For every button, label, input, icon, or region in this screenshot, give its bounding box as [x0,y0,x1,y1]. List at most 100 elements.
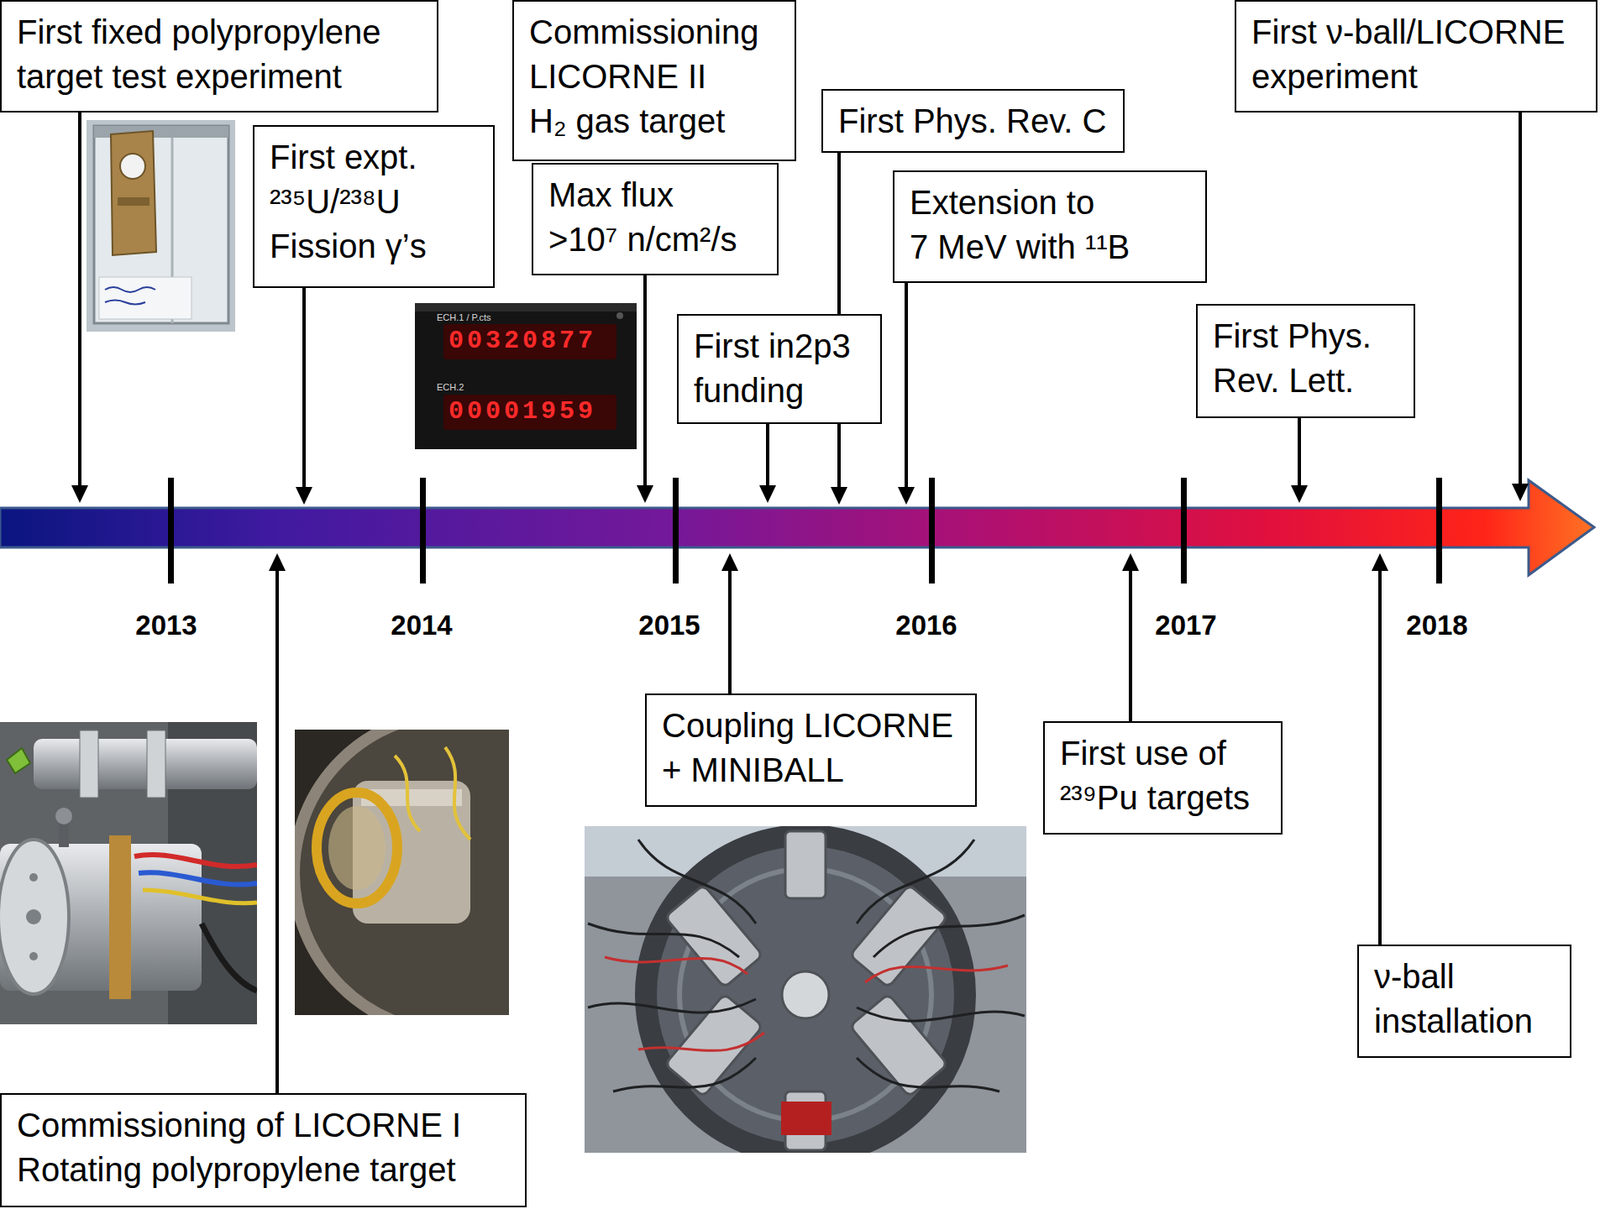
target-photo-part [117,197,150,206]
pointer-arrow-part [268,553,286,572]
year-tick-part [167,477,174,584]
counter-photo-part [443,324,617,360]
timeline-bar [0,480,1595,576]
beamline-photo-part [201,923,258,992]
miniball-photo-part [665,831,949,1151]
pointer-arrow-part [1297,407,1301,488]
event-box: First ν-ball/LICORNE experiment [1234,0,1598,113]
event-box: Extension to 7 MeV with ¹¹B [892,170,1207,284]
display-label: ECH.2 [436,382,464,393]
counter-photo-part [443,394,617,431]
miniball-photo-part [781,1101,832,1136]
event-box: Commissioning LICORNE II H₂ gas target [512,0,797,162]
event-box: First in2p3 funding [676,314,882,425]
target-photo-part [94,125,229,324]
pointer-arrow-part [302,277,306,489]
pointer-arrow-part [275,569,279,1109]
event-text: Max flux >10⁷ n/cm²/s [548,173,762,263]
target-photo-part [120,153,146,179]
counter-photo-part [616,312,624,320]
pointer-arrow-part [71,485,89,504]
year-tick-part [928,477,935,584]
pointer-arrow-part [759,485,777,504]
beamline-photo-part [26,909,42,925]
miniball-photo-part-part [856,1007,1025,1022]
pointer-arrow-part [1128,569,1133,731]
miniball-photo-part-part [856,1058,1000,1092]
miniball-photo-part-part [849,885,949,989]
beamline-photo-part [79,730,99,798]
year-label: 2016 [895,609,957,642]
miniball-photo-part-part [613,1058,756,1092]
year-tick-part [1436,477,1443,584]
miniball-photo-part [781,971,829,1019]
event-text: First in2p3 funding [693,324,866,414]
event-text: First Phys. Rev. Lett. [1212,314,1399,404]
target-photo-part [86,120,236,332]
event-text: First use of ²³⁹Pu targets [1059,731,1266,821]
counter-photo [414,303,637,450]
pointer-arrow-part [295,487,313,505]
miniball-photo-part-part [665,885,764,989]
miniball-photo-part-part [665,994,764,1098]
pointer-arrow-part [1378,569,1382,958]
miniball-photo-part-part [587,923,740,958]
target-photo-part [104,287,156,305]
event-box: Commissioning of LICORNE I Rotating poly… [0,1093,527,1208]
miniball-photo-part-part [785,831,826,899]
rotating-target-photo-part [294,729,509,1016]
miniball-photo-part-part [638,1033,765,1052]
pointer-arrow-part [897,487,915,505]
beamline-photo-part [29,952,38,961]
target-photo [86,120,236,332]
miniball-photo-part-part [849,994,949,1098]
year-tick [167,477,1443,584]
event-text: First Phys. Rev. C [838,99,1108,144]
event-text: First expt. ²³⁵U/²³⁸U Fission γ’s [269,135,478,270]
counter-photo-part [414,303,637,450]
beamline-photo [0,722,258,1025]
beamline-photo-part [138,872,258,885]
beamline-photo-part [146,730,166,798]
pointer-arrow-part [1122,553,1139,572]
event-text: ν-ball installation [1374,954,1555,1044]
event-box: First Phys. Rev. C [821,89,1125,153]
pointer-arrow-part [904,272,908,489]
counter-reading: 00001959 [448,397,597,426]
event-text: Commissioning LICORNE II H₂ gas target [529,10,780,145]
counter-reading: 00320877 [448,326,597,356]
pointer-arrow-part [636,485,654,504]
rotating-target-photo-part [316,792,398,904]
miniball-photo-part-part [587,999,756,1013]
miniball-photo-part-part [604,957,748,975]
year-label: 2013 [135,609,197,642]
year-label: 2018 [1405,609,1468,642]
rotating-target-photo-part [394,755,420,832]
miniball-photo-part-part [856,839,975,924]
target-photo-part [99,277,192,320]
year-label: 2014 [390,609,452,642]
pointer-arrow-part [830,487,848,505]
display-label: ECH.1 / P.cts [436,312,492,323]
beamline-photo-part [134,855,258,867]
year-tick-part [672,477,679,584]
beamline-photo-part [29,873,38,882]
event-box: First Phys. Rev. Lett. [1196,304,1416,419]
pointer-arrow-part [1290,485,1308,504]
event-box: Coupling LICORNE + MINIBALL [645,693,977,808]
beamline-photo-part [6,748,31,774]
miniball-photo-part [587,839,1025,1092]
miniball-photo [584,826,1027,1154]
event-box: First fixed polypropylene target test ex… [0,0,439,113]
beamline-photo-part [142,890,258,904]
beamline-photo-part [55,807,73,825]
event-box: ν-ball installation [1357,944,1572,1059]
timeline-bar-part [0,480,1595,576]
event-box: Max flux >10⁷ n/cm²/s [531,162,779,276]
pointer-arrow-part [78,100,82,488]
pointer-arrow-part [1371,553,1389,572]
pointer-arrow-part [1511,483,1529,502]
event-text: Extension to 7 MeV with ¹¹B [909,180,1191,270]
